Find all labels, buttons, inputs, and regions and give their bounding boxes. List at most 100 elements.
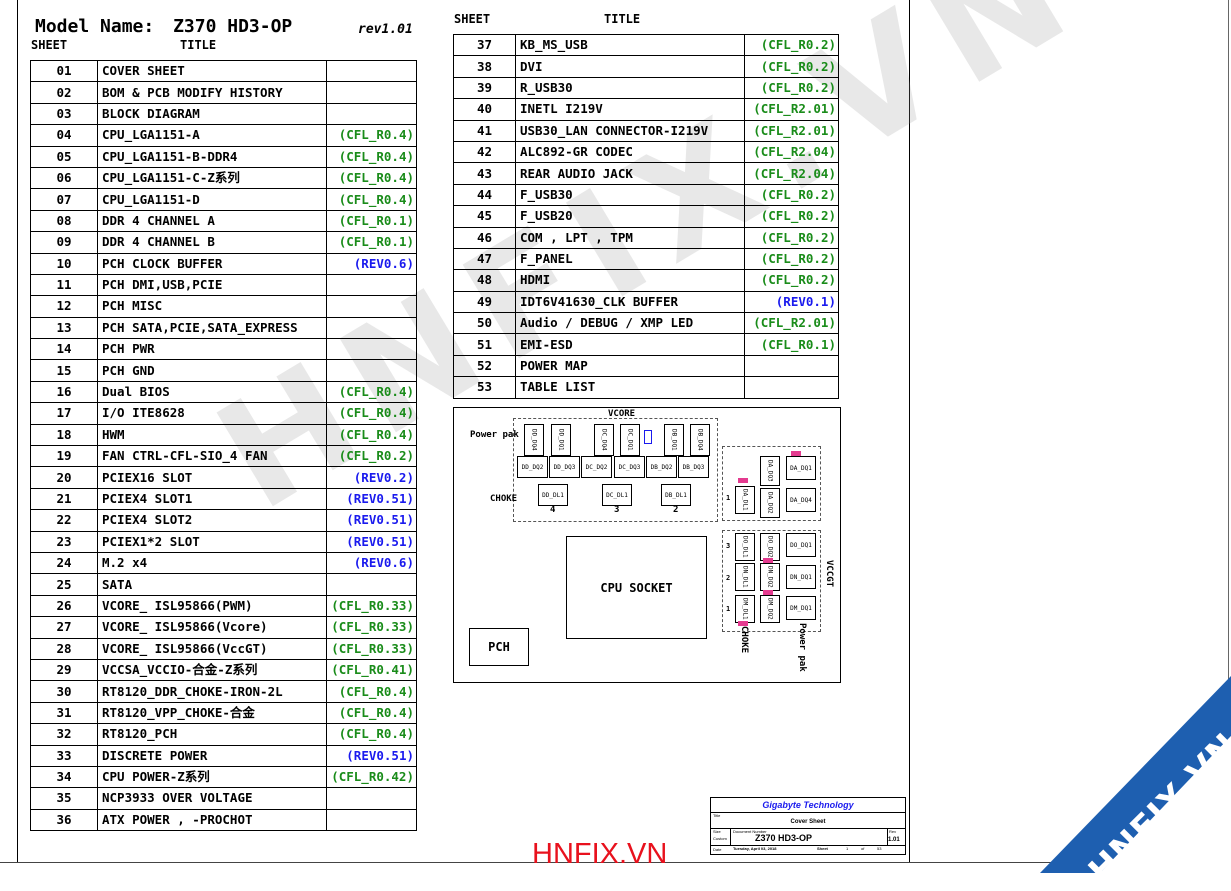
sheet-number: 02 bbox=[30, 81, 98, 104]
sheet-number: 05 bbox=[30, 145, 98, 168]
sheet-number: 16 bbox=[30, 380, 98, 404]
sheet-title: CPU_LGA1151-B-DDR4 bbox=[97, 145, 327, 168]
phase-number: 1 bbox=[726, 605, 731, 613]
sheet-revision: (CFL_R0.2) bbox=[744, 247, 839, 271]
sheet-title: VCORE_ ISL95866(VccGT) bbox=[97, 637, 327, 660]
phase-number: 3 bbox=[614, 505, 620, 515]
sheet-number: 49 bbox=[453, 290, 516, 314]
title-field-label: Title bbox=[713, 813, 721, 818]
sheet-title: ALC892-GR CODEC bbox=[515, 140, 745, 164]
sheet-total: 53 bbox=[877, 846, 882, 851]
sheet-title: CPU_LGA1151-C-Z系列 bbox=[97, 166, 327, 190]
sheet-revision: (CFL_R0.4) bbox=[326, 701, 417, 725]
sheet-title: POWER MAP bbox=[515, 354, 745, 378]
dq-box: DB_DQ4 bbox=[690, 424, 710, 456]
sheet-title: KB_MS_USB bbox=[515, 33, 745, 57]
sheet-title: I/O ITE8628 bbox=[97, 402, 327, 425]
dq-box: DD_DQ1 bbox=[551, 424, 571, 456]
gt-box: DN_DQ2 bbox=[760, 563, 780, 591]
sheet-revision: (REV0.51) bbox=[326, 509, 417, 532]
sheet-number: 34 bbox=[30, 765, 98, 789]
sheet-number: 50 bbox=[453, 312, 516, 335]
sheet-title: TABLE LIST bbox=[515, 376, 745, 399]
small-component bbox=[644, 430, 652, 444]
model-name: Z370 HD3-OP bbox=[173, 16, 293, 37]
sheet-number: 43 bbox=[453, 162, 516, 185]
dq-box: DC_DQ1 bbox=[620, 424, 640, 456]
dl-box: DC_DL1 bbox=[602, 484, 632, 506]
sheet-number: 01 bbox=[30, 59, 98, 83]
sheet-title: PCH PWR bbox=[97, 338, 327, 361]
sheet-number: 18 bbox=[30, 423, 98, 447]
sheet-revision: (CFL_R0.2) bbox=[326, 445, 417, 468]
vcore-label: VCORE bbox=[608, 409, 636, 419]
sheet-number: 12 bbox=[30, 295, 98, 318]
sheet-title: PCIEX1*2 SLOT bbox=[97, 530, 327, 553]
phase-number: 2 bbox=[673, 505, 679, 515]
sheet-title: USB30_LAN CONNECTOR-I219V bbox=[515, 119, 745, 142]
sheet-title: BLOCK DIAGRAM bbox=[97, 102, 327, 126]
sheet-title: HDMI bbox=[515, 269, 745, 292]
sheet-revision: (CFL_R0.33) bbox=[326, 594, 417, 618]
gt-box: DM_DL1 bbox=[735, 595, 755, 623]
company-name: Gigabyte Technology bbox=[762, 800, 854, 810]
sheet-title: PCIEX4 SLOT1 bbox=[97, 487, 327, 511]
power-map-diagram: VCORE Power pak CHOKE DD_DQ4 DD_DQ1 DC_D… bbox=[453, 407, 841, 683]
sheet-number: 31 bbox=[30, 701, 98, 725]
left-col-title: TITLE bbox=[180, 38, 217, 52]
sheet-title: DDR 4 CHANNEL B bbox=[97, 231, 327, 254]
sheet-revision: (REV0.6) bbox=[326, 252, 417, 275]
sheet-title: RT8120_PCH bbox=[97, 723, 327, 746]
sheet-revision: (CFL_R0.2) bbox=[744, 55, 839, 78]
sheet-number: 09 bbox=[30, 231, 98, 254]
sheet-number: 23 bbox=[30, 530, 98, 553]
sheet-number: 25 bbox=[30, 573, 98, 596]
sheet-number: 33 bbox=[30, 744, 98, 767]
sheet-number: 41 bbox=[453, 119, 516, 142]
frame-right bbox=[1228, 0, 1229, 700]
choke-label: CHOKE bbox=[490, 494, 518, 504]
size-field-label: Size bbox=[713, 829, 721, 834]
sheet-revision: (CFL_R0.2) bbox=[744, 76, 839, 100]
frame-left bbox=[17, 0, 18, 862]
sheet-title: F_USB30 bbox=[515, 183, 745, 207]
sheet-revision: (CFL_R2.04) bbox=[744, 162, 839, 185]
gt-box: DM_DQ1 bbox=[786, 596, 816, 620]
vccsa-region bbox=[722, 446, 821, 521]
sheet-number: 42 bbox=[453, 140, 516, 164]
sheet-revision: (CFL_R2.01) bbox=[744, 119, 839, 142]
sheet-number: 19 bbox=[30, 445, 98, 468]
sheet-number: 39 bbox=[453, 76, 516, 100]
sheet-title: PCIEX4 SLOT2 bbox=[97, 509, 327, 532]
sheet-number: 15 bbox=[30, 359, 98, 382]
da-box: DA_DQ2 bbox=[760, 488, 780, 518]
sheet-number: 11 bbox=[30, 273, 98, 297]
ribbon-shadow bbox=[1100, 736, 1231, 873]
sheet-revision: (REV0.2) bbox=[326, 466, 417, 489]
pink-marker bbox=[738, 478, 748, 483]
right-col-sheet: SHEET bbox=[454, 12, 491, 26]
sheet-revision bbox=[326, 359, 417, 382]
sheet-title: PCH CLOCK BUFFER bbox=[97, 252, 327, 275]
sheet-title: R_USB30 bbox=[515, 76, 745, 100]
dq-box: DD_DQ4 bbox=[524, 424, 544, 456]
